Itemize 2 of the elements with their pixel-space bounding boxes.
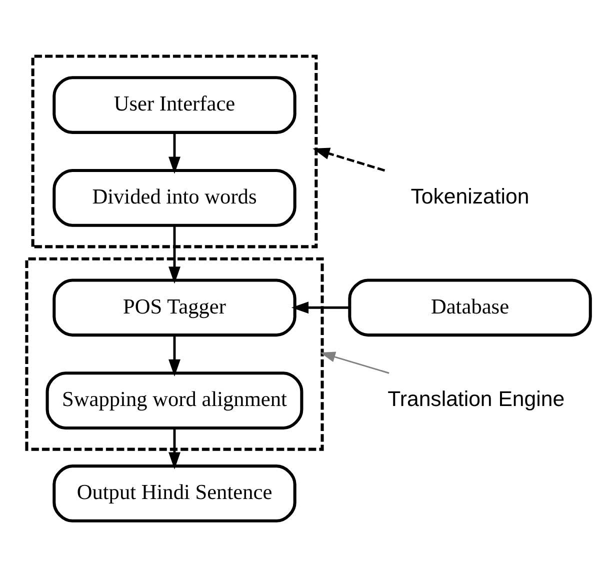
node-text: Translation Engine xyxy=(388,386,565,411)
node-text: Tokenization xyxy=(410,184,530,208)
